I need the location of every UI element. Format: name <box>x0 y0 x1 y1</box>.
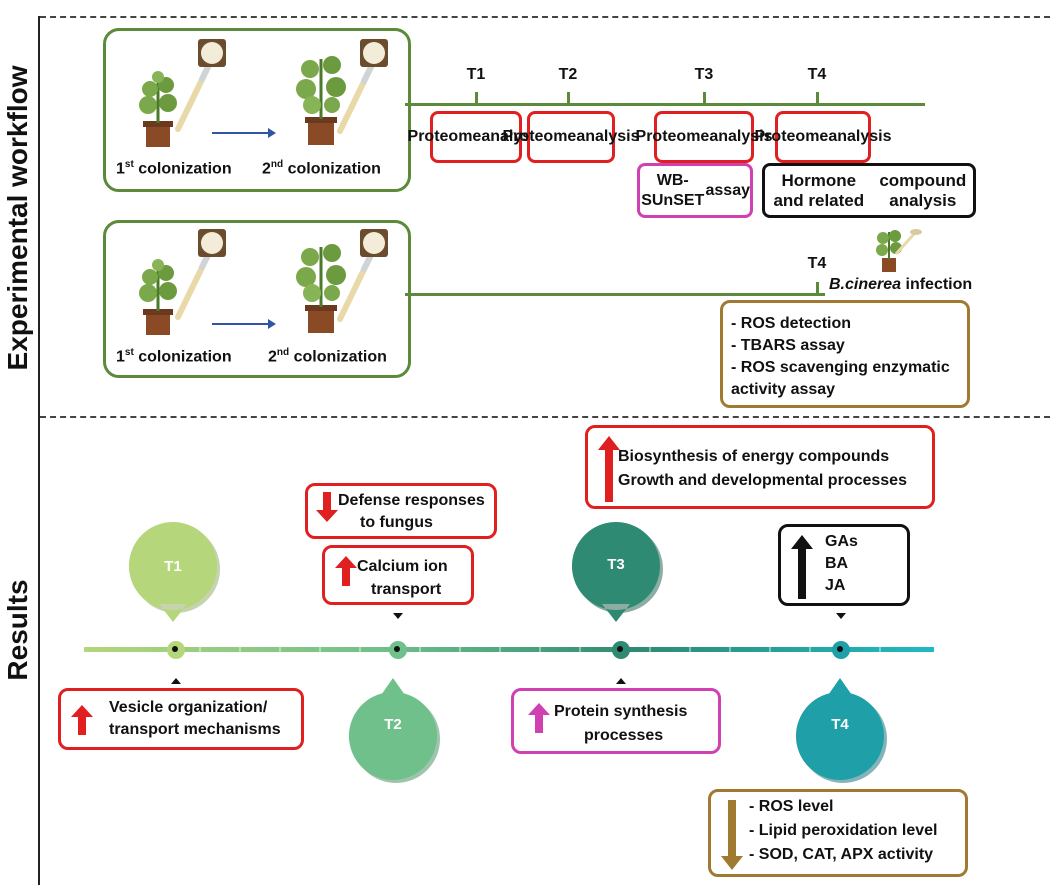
tick-t2 <box>567 92 570 104</box>
pin-t4 <box>795 678 887 783</box>
timeline-2 <box>405 293 825 296</box>
tick-t4-2 <box>816 282 819 294</box>
colonization-panel-1: 1st colonization 2nd colonization <box>103 28 411 192</box>
arrow-up-icon <box>335 556 357 586</box>
t4-hormone: JA <box>825 577 846 594</box>
pin-t2 <box>348 678 440 783</box>
t3-result-box-up: Biosynthesis of energy compounds Growth … <box>585 425 935 509</box>
pin-label-t2: T2 <box>384 716 402 733</box>
pointer-t4 <box>836 613 846 619</box>
tomato-plant-large-icon <box>296 56 346 145</box>
t4-brown-line: - Lipid peroxidation level <box>749 822 938 839</box>
second-colonization-label: 2nd colonization <box>262 159 381 178</box>
arrow-down-icon <box>721 800 743 870</box>
t4-hormone: GAs <box>825 533 858 550</box>
t2-up-line: Calcium ion <box>357 558 448 575</box>
timepoint-t2: T2 <box>558 66 578 83</box>
pipette-icon <box>175 60 213 132</box>
timeline-node-t2 <box>389 641 407 659</box>
pointer-t3 <box>616 678 626 684</box>
t2-result-box-up: Calcium ion transport <box>322 545 474 605</box>
pointer-t2 <box>393 613 403 619</box>
tick-t4 <box>816 92 819 104</box>
t3-result-box-pink: Protein synthesis processes <box>511 688 721 754</box>
t3-pink-line: Protein synthesis <box>554 703 688 720</box>
workflow-section-label: Experimental workflow <box>2 65 33 371</box>
pipette-icon <box>175 248 213 320</box>
infection-label: B.cinerea infection <box>829 276 973 293</box>
colonization-panel-2: 1st colonization 2nd colonization <box>103 220 411 378</box>
petri-dish-icon <box>198 39 226 67</box>
timeline-1 <box>405 103 925 106</box>
results-section-label: Results <box>2 579 33 681</box>
ros-item: activity assay <box>731 381 836 398</box>
t4-result-box-brown: - ROS level - Lipid peroxidation level -… <box>708 789 968 877</box>
t3-up-line: Growth and developmental processes <box>618 472 907 489</box>
results-timeline <box>84 647 934 652</box>
timeline-node-t1 <box>167 641 185 659</box>
arrow-right-icon <box>212 128 276 138</box>
first-colonization-label: 1st colonization <box>116 347 232 366</box>
tick-t3 <box>703 92 706 104</box>
pin-t1 <box>128 522 220 622</box>
t1-result-box: Vesicle organization/ transport mechanis… <box>58 688 304 750</box>
petri-dish-icon <box>360 39 388 67</box>
t2-down-line: to fungus <box>360 514 433 531</box>
t3-up-line: Biosynthesis of energy compounds <box>618 448 890 465</box>
timeline-node-t3 <box>612 641 630 659</box>
petri-dish-icon <box>360 229 388 257</box>
pointer-t1 <box>171 678 181 684</box>
arrow-up-icon <box>528 703 550 733</box>
pipette-icon <box>337 62 375 134</box>
ros-assay-box: - ROS detection - TBARS assay - ROS scav… <box>720 300 970 408</box>
arrow-up-icon <box>598 436 620 502</box>
arrow-up-icon <box>791 535 813 599</box>
arrow-down-icon <box>316 492 338 522</box>
ros-item: - TBARS assay <box>731 337 845 354</box>
second-colonization-label: 2nd colonization <box>268 347 387 366</box>
arrow-up-icon <box>71 705 93 735</box>
tick-t1 <box>475 92 478 104</box>
pin-label-t1: T1 <box>164 558 182 575</box>
section-divider <box>40 416 1050 418</box>
t2-down-line: Defense responses <box>338 492 485 509</box>
t4-brown-line: - ROS level <box>749 798 834 815</box>
timepoint-t4-infection: T4 <box>807 255 827 272</box>
t2-up-line: transport <box>371 581 442 598</box>
infected-plant-icon <box>876 229 922 272</box>
t4-hormone: BA <box>825 555 849 572</box>
timepoint-t3: T3 <box>694 66 714 83</box>
t3-pink-line: processes <box>584 727 664 744</box>
tomato-plant-icon <box>139 71 177 147</box>
ros-item: - ROS detection <box>731 315 852 332</box>
pin-label-t4: T4 <box>831 716 849 733</box>
timeline-node-t4 <box>832 641 850 659</box>
timepoint-t1: T1 <box>466 66 486 83</box>
first-colonization-label: 1st colonization <box>116 159 232 178</box>
pipette-icon <box>337 250 375 322</box>
t4-result-box-black: GAs BA JA <box>778 524 910 606</box>
t4-brown-line: - SOD, CAT, APX activity <box>749 846 934 863</box>
t2-result-box-down: Defense responses to fungus <box>305 483 497 539</box>
pin-label-t3: T3 <box>607 556 625 573</box>
tomato-plant-icon <box>139 259 177 335</box>
ros-item: - ROS scavenging enzymatic <box>731 359 950 376</box>
arrow-right-icon <box>212 319 276 329</box>
top-divider <box>40 16 1050 18</box>
tomato-plant-large-icon <box>296 244 346 333</box>
t1-line: Vesicle organization/ <box>109 699 268 716</box>
timepoint-t4: T4 <box>807 66 827 83</box>
petri-dish-icon <box>198 229 226 257</box>
t1-line: transport mechanisms <box>109 721 281 738</box>
pin-t3 <box>571 522 663 622</box>
label-column-border <box>38 16 40 885</box>
